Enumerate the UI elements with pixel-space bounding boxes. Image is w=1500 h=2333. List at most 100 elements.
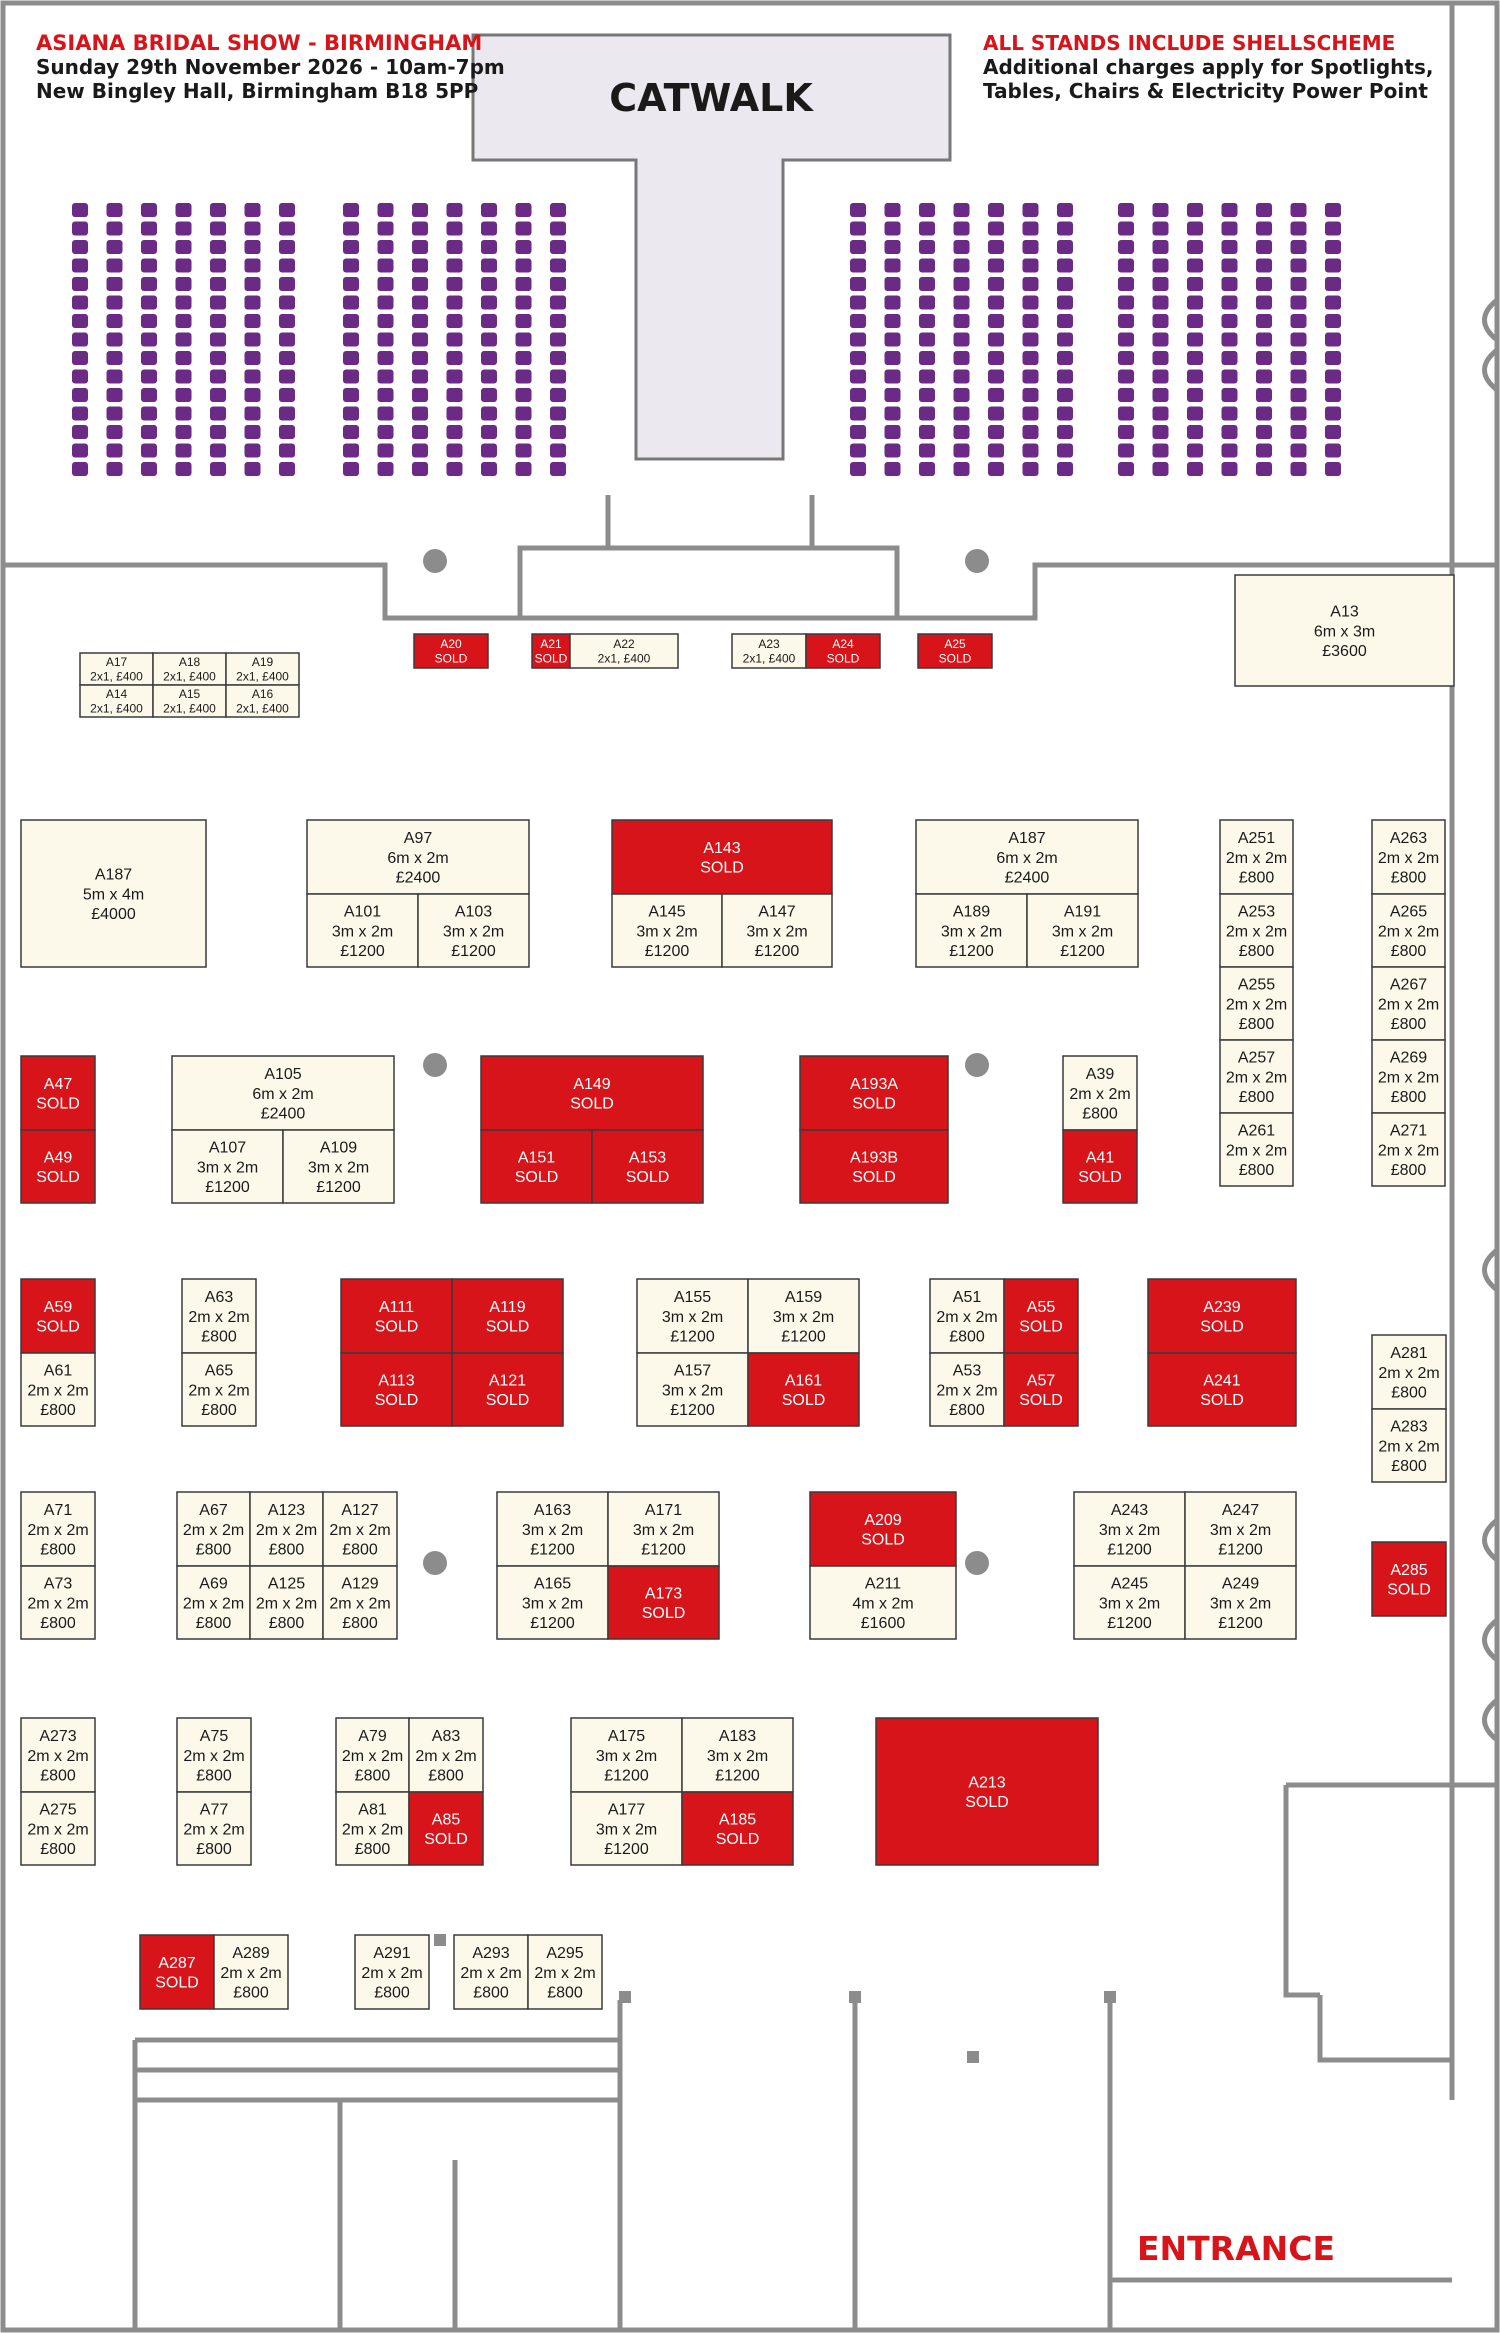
stand-a51[interactable]: A512m x 2m£800: [929, 1278, 1005, 1354]
stand-a173[interactable]: A173SOLD: [607, 1565, 720, 1640]
stand-a57[interactable]: A57SOLD: [1003, 1352, 1079, 1427]
stand-a149[interactable]: A149SOLD: [480, 1055, 704, 1131]
stand-a125[interactable]: A1252m x 2m£800: [249, 1565, 324, 1640]
stand-a283[interactable]: A2832m x 2m£800: [1371, 1408, 1447, 1483]
stand-a191[interactable]: A1913m x 2m£1200: [1026, 893, 1139, 968]
stand-a41[interactable]: A41SOLD: [1062, 1129, 1138, 1204]
stand-a189[interactable]: A1893m x 2m£1200: [915, 893, 1028, 968]
stand-a291[interactable]: A2912m x 2m£800: [354, 1934, 430, 2010]
stand-a101[interactable]: A1013m x 2m£1200: [306, 893, 419, 968]
stand-a161[interactable]: A161SOLD: [747, 1352, 860, 1427]
stand-a69[interactable]: A692m x 2m£800: [176, 1565, 251, 1640]
stand-a67[interactable]: A672m x 2m£800: [176, 1491, 251, 1567]
stand-a22[interactable]: A222x1, £400: [569, 633, 679, 669]
stand-a261[interactable]: A2612m x 2m£800: [1219, 1112, 1294, 1187]
stand-a83[interactable]: A832m x 2m£800: [408, 1717, 484, 1793]
stand-a13[interactable]: A136m x 3m£3600: [1234, 574, 1455, 687]
stand-a63[interactable]: A632m x 2m£800: [181, 1278, 257, 1354]
stand-a171[interactable]: A1713m x 2m£1200: [607, 1491, 720, 1567]
stand-a109[interactable]: A1093m x 2m£1200: [282, 1129, 395, 1204]
stand-a61[interactable]: A612m x 2m£800: [20, 1352, 96, 1427]
stand-a239[interactable]: A239SOLD: [1147, 1278, 1297, 1354]
stand-a251[interactable]: A2512m x 2m£800: [1219, 819, 1294, 895]
stand-a187[interactable]: A1875m x 4m£4000: [20, 819, 207, 968]
stand-a287[interactable]: A287SOLD: [139, 1934, 215, 2010]
stand-a255[interactable]: A2552m x 2m£800: [1219, 966, 1294, 1041]
stand-a295[interactable]: A2952m x 2m£800: [527, 1934, 603, 2010]
stand-a243[interactable]: A2433m x 2m£1200: [1073, 1491, 1186, 1567]
stand-a49[interactable]: A49SOLD: [20, 1129, 96, 1204]
stand-a249[interactable]: A2493m x 2m£1200: [1184, 1565, 1297, 1640]
stand-a79[interactable]: A792m x 2m£800: [335, 1717, 410, 1793]
stand-a17[interactable]: A172x1, £400: [79, 652, 154, 686]
stand-a71[interactable]: A712m x 2m£800: [20, 1491, 96, 1567]
stand-a147[interactable]: A1473m x 2m£1200: [721, 893, 833, 968]
stand-a257[interactable]: A2572m x 2m£800: [1219, 1039, 1294, 1114]
stand-a107[interactable]: A1073m x 2m£1200: [171, 1129, 284, 1204]
stand-a273[interactable]: A2732m x 2m£800: [20, 1717, 96, 1793]
stand-a85[interactable]: A85SOLD: [408, 1791, 484, 1866]
stand-a119[interactable]: A119SOLD: [451, 1278, 564, 1354]
stand-a163[interactable]: A1633m x 2m£1200: [496, 1491, 609, 1567]
stand-a263[interactable]: A2632m x 2m£800: [1371, 819, 1446, 895]
stand-a23[interactable]: A232x1, £400: [731, 633, 807, 669]
stand-a24[interactable]: A24SOLD: [805, 633, 881, 669]
stand-a59[interactable]: A59SOLD: [20, 1278, 96, 1354]
stand-a285[interactable]: A285SOLD: [1371, 1541, 1447, 1617]
stand-a14[interactable]: A142x1, £400: [79, 684, 154, 718]
stand-a143[interactable]: A143SOLD: [611, 819, 833, 895]
stand-a105[interactable]: A1056m x 2m£2400: [171, 1055, 395, 1131]
stand-a193b[interactable]: A193BSOLD: [799, 1129, 949, 1204]
stand-a271[interactable]: A2712m x 2m£800: [1371, 1112, 1446, 1187]
stand-a111[interactable]: A111SOLD: [340, 1278, 453, 1354]
stand-a213[interactable]: A213SOLD: [875, 1717, 1099, 1866]
stand-a65[interactable]: A652m x 2m£800: [181, 1352, 257, 1427]
stand-a55[interactable]: A55SOLD: [1003, 1278, 1079, 1354]
stand-a245[interactable]: A2453m x 2m£1200: [1073, 1565, 1186, 1640]
stand-a113[interactable]: A113SOLD: [340, 1352, 453, 1427]
stand-a281[interactable]: A2812m x 2m£800: [1371, 1334, 1447, 1410]
stand-a151[interactable]: A151SOLD: [480, 1129, 593, 1204]
stand-a265[interactable]: A2652m x 2m£800: [1371, 893, 1446, 968]
stand-a157[interactable]: A1573m x 2m£1200: [636, 1352, 749, 1427]
stand-a177[interactable]: A1773m x 2m£1200: [570, 1791, 683, 1866]
stand-a129[interactable]: A1292m x 2m£800: [322, 1565, 398, 1640]
stand-a103[interactable]: A1033m x 2m£1200: [417, 893, 530, 968]
stand-a121[interactable]: A121SOLD: [451, 1352, 564, 1427]
stand-a18[interactable]: A182x1, £400: [152, 652, 227, 686]
stand-a15[interactable]: A152x1, £400: [152, 684, 227, 718]
stand-a123[interactable]: A1232m x 2m£800: [249, 1491, 324, 1567]
stand-a165[interactable]: A1653m x 2m£1200: [496, 1565, 609, 1640]
stand-a185[interactable]: A185SOLD: [681, 1791, 794, 1866]
stand-a267[interactable]: A2672m x 2m£800: [1371, 966, 1446, 1041]
stand-a127[interactable]: A1272m x 2m£800: [322, 1491, 398, 1567]
stand-a209[interactable]: A209SOLD: [809, 1491, 957, 1567]
stand-a175[interactable]: A1753m x 2m£1200: [570, 1717, 683, 1793]
stand-a183[interactable]: A1833m x 2m£1200: [681, 1717, 794, 1793]
stand-a247[interactable]: A2473m x 2m£1200: [1184, 1491, 1297, 1567]
stand-a275[interactable]: A2752m x 2m£800: [20, 1791, 96, 1866]
stand-a73[interactable]: A732m x 2m£800: [20, 1565, 96, 1640]
stand-a19[interactable]: A192x1, £400: [225, 652, 300, 686]
stand-a81[interactable]: A812m x 2m£800: [335, 1791, 410, 1866]
stand-a187[interactable]: A1876m x 2m£2400: [915, 819, 1139, 895]
stand-a155[interactable]: A1553m x 2m£1200: [636, 1278, 749, 1354]
stand-a16[interactable]: A162x1, £400: [225, 684, 300, 718]
stand-a25[interactable]: A25SOLD: [917, 633, 993, 669]
stand-a241[interactable]: A241SOLD: [1147, 1352, 1297, 1427]
stand-a75[interactable]: A752m x 2m£800: [176, 1717, 252, 1793]
stand-a47[interactable]: A47SOLD: [20, 1055, 96, 1131]
stand-a20[interactable]: A20SOLD: [413, 633, 489, 669]
stand-a269[interactable]: A2692m x 2m£800: [1371, 1039, 1446, 1114]
stand-a21[interactable]: A21SOLD: [531, 633, 571, 669]
stand-a211[interactable]: A2114m x 2m£1600: [809, 1565, 957, 1640]
stand-a53[interactable]: A532m x 2m£800: [929, 1352, 1005, 1427]
stand-a97[interactable]: A976m x 2m£2400: [306, 819, 530, 895]
stand-a159[interactable]: A1593m x 2m£1200: [747, 1278, 860, 1354]
stand-a193a[interactable]: A193ASOLD: [799, 1055, 949, 1131]
stand-a289[interactable]: A2892m x 2m£800: [213, 1934, 289, 2010]
stand-a77[interactable]: A772m x 2m£800: [176, 1791, 252, 1866]
stand-a145[interactable]: A1453m x 2m£1200: [611, 893, 723, 968]
stand-a39[interactable]: A392m x 2m£800: [1062, 1055, 1138, 1131]
stand-a293[interactable]: A2932m x 2m£800: [453, 1934, 529, 2010]
